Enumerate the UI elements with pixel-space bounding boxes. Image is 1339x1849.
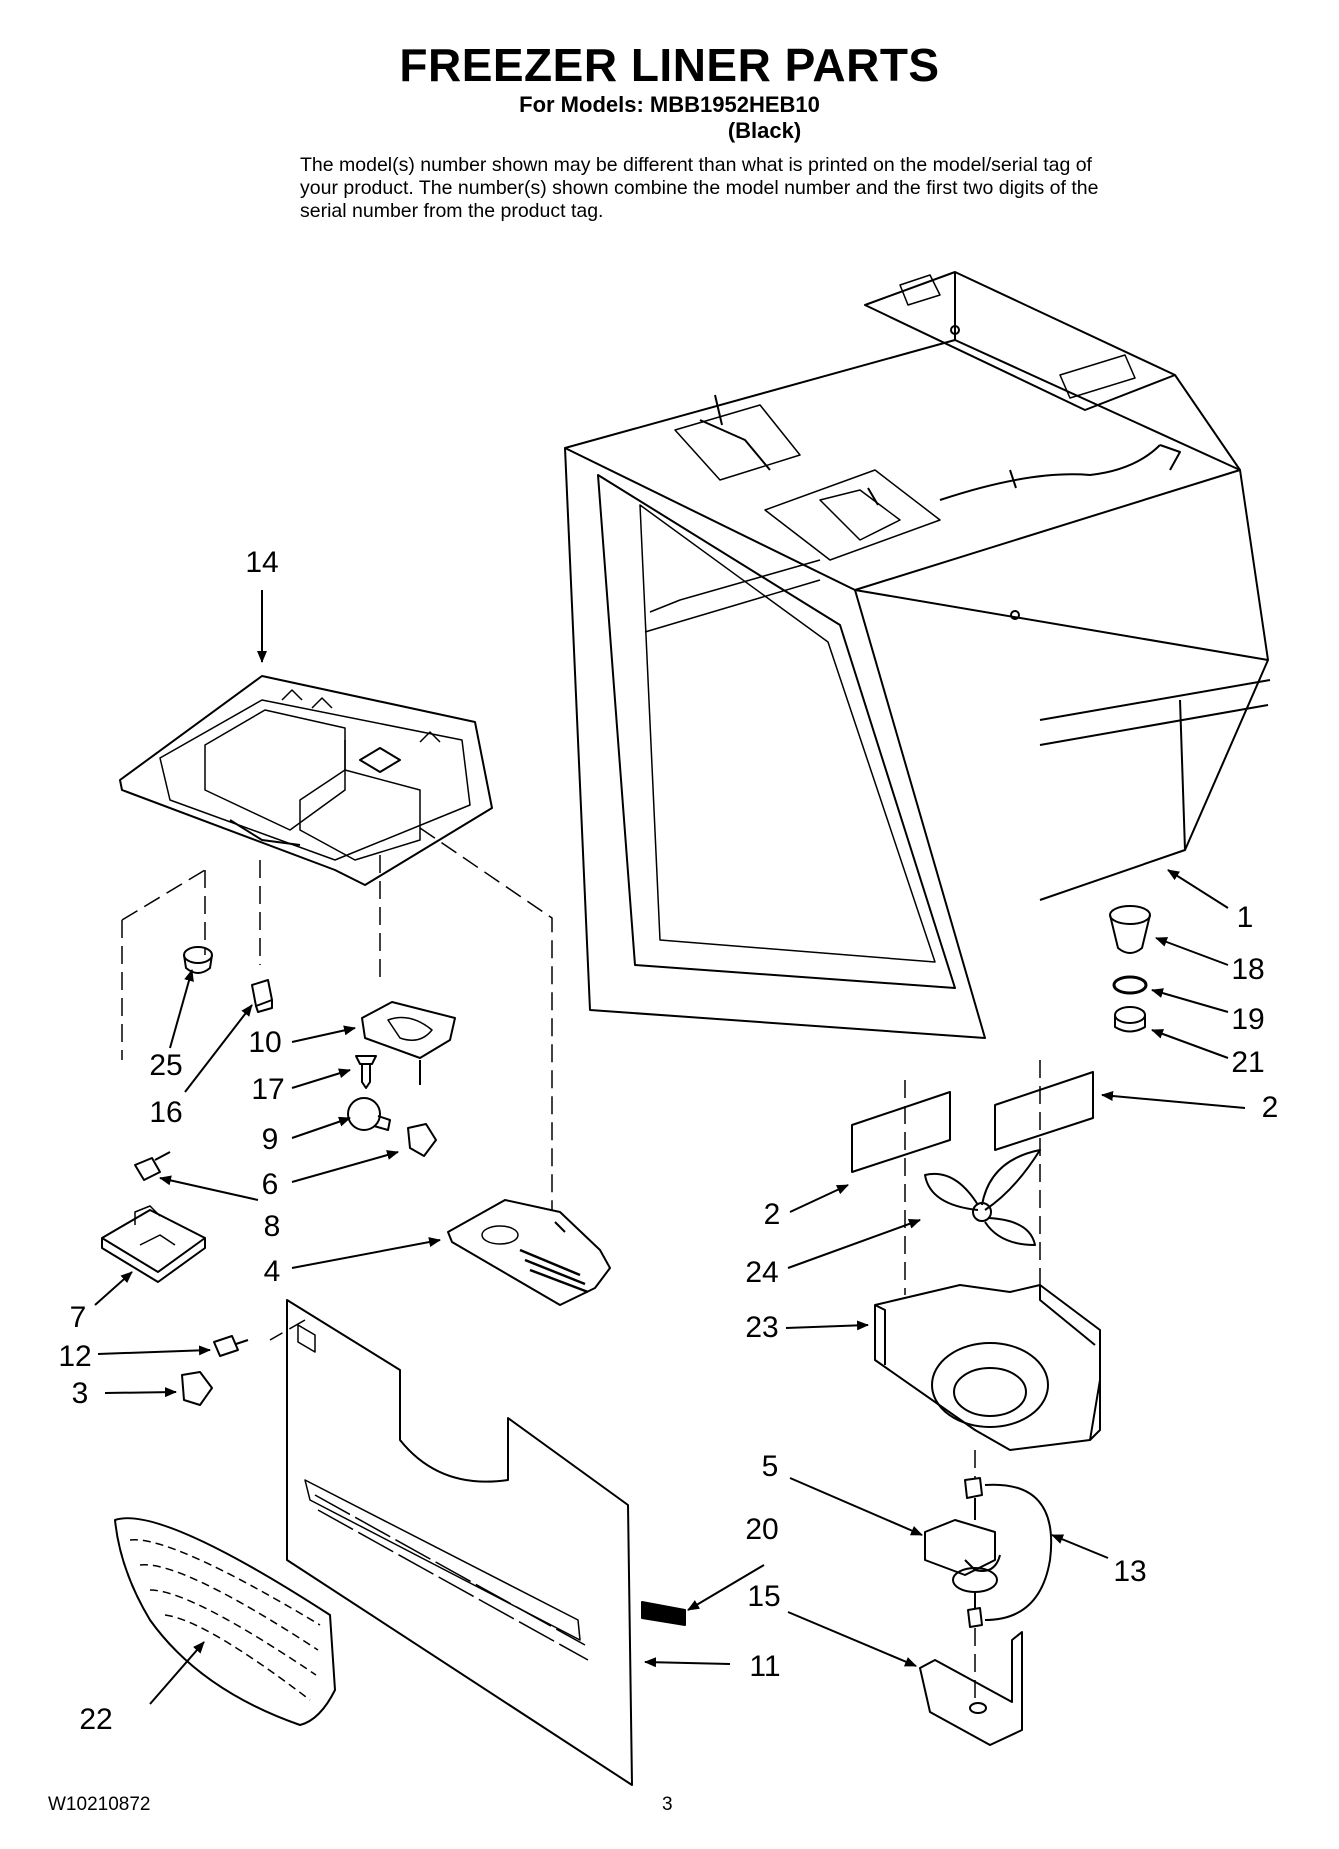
- callout-22: 22: [79, 1703, 113, 1736]
- control-housing-part: [101, 1205, 206, 1283]
- page-title: FREEZER LINER PARTS: [399, 39, 940, 91]
- tray-housing-part: [119, 675, 493, 886]
- models-line: For Models: MBB1952HEB10: [519, 92, 820, 117]
- callout-2-right: 2: [1261, 1091, 1279, 1124]
- callout-2-left: 2: [763, 1198, 781, 1231]
- callout-11: 11: [749, 1650, 781, 1683]
- callout-21: 21: [1231, 1046, 1265, 1079]
- screw-part: [355, 1055, 377, 1089]
- callout-23: 23: [745, 1311, 779, 1344]
- o-ring-part: [1112, 975, 1148, 995]
- callout-25: 25: [149, 1049, 183, 1082]
- callout-7: 7: [69, 1301, 87, 1334]
- models-subtitle: For Models: MBB1952HEB10 (Black): [0, 92, 1339, 144]
- page-number: 3: [662, 1794, 673, 1815]
- foam-block-part-b: [994, 1071, 1094, 1151]
- callout-20: 20: [745, 1513, 779, 1546]
- callout-18: 18: [1231, 953, 1265, 986]
- model-variant: (Black): [727, 118, 802, 143]
- freezer-liner-part: [564, 271, 1271, 1039]
- leader-arrows: [94, 590, 1246, 1705]
- callout-5: 5: [761, 1450, 779, 1483]
- light-cover-part: [447, 1199, 611, 1306]
- callout-16: 16: [149, 1096, 183, 1129]
- rear-panel-part: [286, 1299, 633, 1786]
- plug-part: [1114, 1006, 1146, 1033]
- motor-bracket-part: [919, 1631, 1023, 1746]
- fan-motor-part: [924, 1477, 1001, 1628]
- door-switch-part: [251, 979, 273, 1013]
- gasket-strip-part: [641, 1601, 686, 1626]
- callout-4: 4: [263, 1255, 281, 1288]
- thermistor-part: [134, 1151, 171, 1181]
- callout-12: 12: [58, 1340, 92, 1373]
- mounting-clip-part: [181, 1371, 213, 1406]
- light-bulb-part: [347, 1097, 391, 1131]
- drain-trap-part: [1109, 905, 1151, 954]
- foam-block-part-a: [851, 1091, 951, 1173]
- callout-9: 9: [261, 1123, 279, 1156]
- wire-harness-part: [984, 1483, 1053, 1621]
- callout-6: 6: [261, 1168, 279, 1201]
- document-number: W10210872: [48, 1794, 151, 1815]
- fan-shroud-part: [874, 1284, 1101, 1451]
- callout-13: 13: [1113, 1555, 1147, 1588]
- model-number-note: The model(s) number shown may be differe…: [300, 154, 1099, 222]
- grommet-part: [183, 946, 213, 974]
- callout-15: 15: [747, 1580, 781, 1613]
- callout-19: 19: [1231, 1003, 1265, 1036]
- assembly-guide-lines: [121, 827, 1041, 1341]
- grille-part: [114, 1517, 336, 1726]
- callout-8: 8: [263, 1210, 281, 1243]
- light-socket-part: [407, 1123, 437, 1157]
- callout-14: 14: [245, 546, 279, 579]
- fan-blade-part: [924, 1149, 1041, 1246]
- callout-3: 3: [71, 1377, 89, 1410]
- callout-17: 17: [251, 1073, 285, 1106]
- callout-1: 1: [1236, 901, 1254, 934]
- screw-part-2: [213, 1335, 249, 1357]
- callout-10: 10: [248, 1026, 282, 1059]
- light-housing-part: [361, 1001, 456, 1085]
- callout-24: 24: [745, 1256, 779, 1289]
